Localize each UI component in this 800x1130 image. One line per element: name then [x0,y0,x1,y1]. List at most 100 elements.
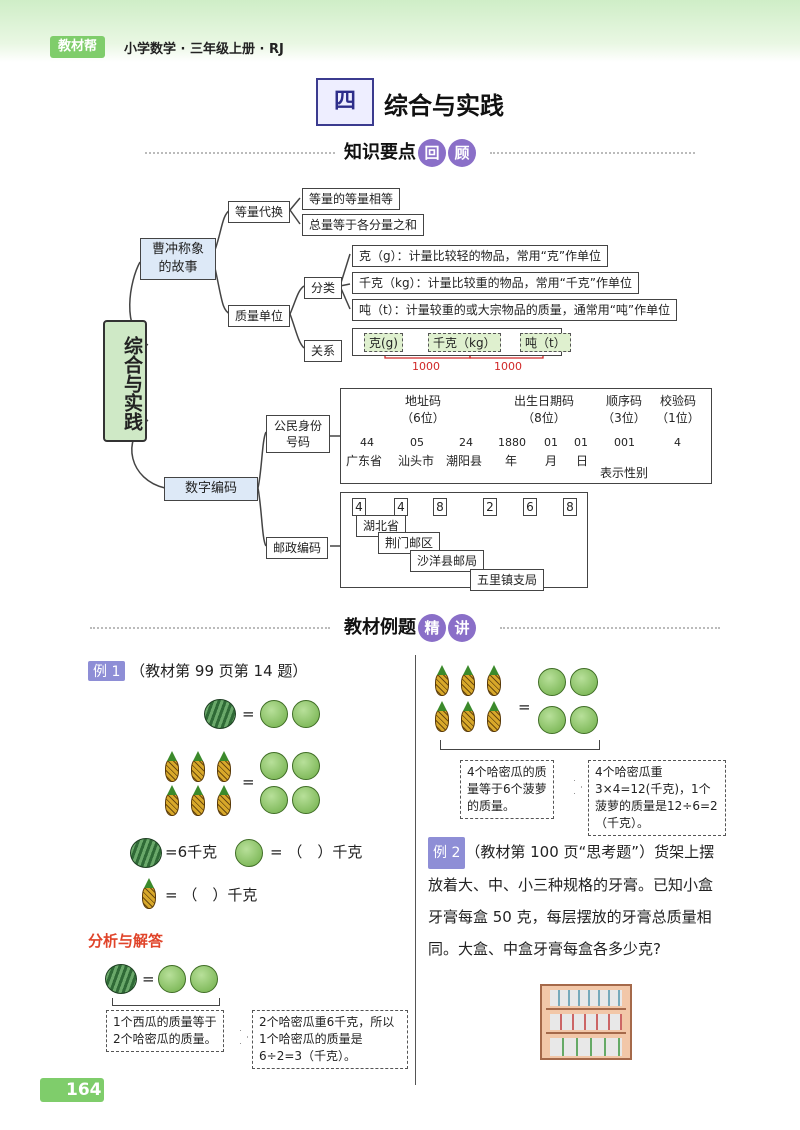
seq-title: 顺序码（3位） [602,394,646,425]
arrow-right-icon [228,1030,248,1044]
pineapple-icon [461,708,475,732]
postal-label: 荆门邮区 [378,532,441,554]
cantaloupe-icon [570,668,598,696]
id-card-box [340,388,712,484]
id-name: 广东省 [346,454,383,468]
node-story: 曹冲称象的故事 [140,238,216,280]
id-code: 44 [360,436,374,449]
analysis-box-2: 2个哈密瓜重6千克，所以1个哈密瓜的质量是6÷2=3（千克）。 [252,1010,408,1069]
chapter-number: 四 [316,78,374,126]
question-pineapple: = （ ）千克 [165,886,258,904]
cantaloupe-icon [190,965,218,993]
id-name: 汕头市 [398,454,435,468]
node-ton: 吨（t）：计量较重的或大宗物品的质量，通常用“吨”作单位 [352,299,678,321]
chapter-title: 综合与实践 [384,92,504,120]
brace [440,740,600,750]
cantaloupe-icon [538,668,566,696]
node-equal-item: 等量的等量相等 [302,188,401,210]
id-code: 01 [574,436,588,449]
cantaloupe-icon [260,752,288,780]
divider [500,627,720,629]
column-divider [415,655,416,1085]
toothpaste-shelf-image [540,984,632,1060]
analysis-heading: 分析与解答 [88,932,164,950]
pineapple-icon [217,758,231,782]
example1-ref: （教材第 99 页第 14 题） [130,662,308,680]
postal-digit: 4 [352,498,366,516]
example1-heading: 例 1 （教材第 99 页第 14 题） [88,660,307,681]
rel-number: 1000 [494,360,522,373]
id-code: 4 [674,436,681,449]
postal-digit: 8 [563,498,577,516]
unit-ton: 吨（t） [520,333,571,352]
node-equal-item: 总量等于各分量之和 [302,214,425,236]
pineapple-icon [461,672,475,696]
postal-label: 五里镇支局 [470,569,545,591]
analysis-box-3: 4个哈密瓜的质量等于6个菠萝的质量。 [460,760,554,819]
example1-label: 例 1 [88,661,126,681]
addr-title: 地址码（6位） [401,394,445,425]
gender-note: 表示性别 [600,466,649,480]
cantaloupe-icon [235,839,263,867]
postal-digit: 2 [483,498,497,516]
postal-digit: 8 [433,498,447,516]
book-title: 小学数学 · 三年级上册 · RJ [124,42,284,57]
node-id-card: 公民身份号码 [266,415,330,453]
birth-title: 出生日期码（8位） [513,394,574,425]
pineapple-icon [487,672,501,696]
divider [90,627,330,629]
postal-digit: 6 [523,498,537,516]
pineapple-icon [217,792,231,816]
brand-logo: 教材帮 [50,36,106,58]
question-cantaloupe: = （ ）千克 [270,843,363,861]
mindmap-root: 综合与实践 [103,320,147,442]
cantaloupe-icon [292,700,320,728]
example2-text: 例 2（教材第 100 页“思考题”）货架上摆 放着大、中、小三种规格的牙膏。已… [428,836,788,965]
analysis-box-1: 1个西瓜的质量等于2个哈密瓜的质量。 [106,1010,224,1052]
check-title: 校验码（1位） [656,394,700,425]
pineapple-icon [435,672,449,696]
brace [112,998,220,1006]
page-number: 164 [66,1080,102,1100]
pineapple-icon [435,708,449,732]
watermelon-icon [105,964,137,994]
pineapple-icon [487,708,501,732]
header-band [0,0,800,62]
cantaloupe-icon [570,706,598,734]
id-code: 05 [410,436,424,449]
section-title-knowledge: 知识要点回顾 [344,138,476,168]
unit-kilogram: 千克（kg） [428,333,501,352]
node-gram: 克（g）：计量比较轻的物品，常用“克”作单位 [352,245,609,267]
pineapple-icon [165,758,179,782]
footer-badge [40,1078,104,1102]
node-equal-substitution: 等量代换 [228,201,291,223]
pineapple-icon [165,792,179,816]
pineapple-icon [191,792,205,816]
cantaloupe-icon [538,706,566,734]
watermelon-icon [130,838,162,868]
section-title-examples: 教材例题精讲 [344,613,476,643]
cantaloupe-icon [292,786,320,814]
analysis-box-4: 4个哈密瓜重3×4=12(千克)，1个菠萝的质量是12÷6=2（千克）。 [588,760,726,836]
postal-label: 沙洋县邮局 [410,550,485,572]
node-relation: 关系 [304,340,343,362]
unit-gram: 克(g) [364,333,403,352]
equals-sign: = [518,698,531,716]
watermelon-icon [204,699,236,729]
pineapple-icon [191,758,205,782]
id-name: 月 [545,454,558,468]
cantaloupe-icon [292,752,320,780]
id-code: 24 [459,436,473,449]
equals-sign: = [242,705,255,723]
id-code: 001 [614,436,635,449]
pineapple-icon [142,885,156,909]
id-name: 潮阳县 [446,454,483,468]
cantaloupe-icon [260,700,288,728]
postal-digit: 4 [394,498,408,516]
equals-sign: = [142,970,155,988]
id-code: 1880 [498,436,526,449]
divider [490,152,695,154]
node-postal-code: 邮政编码 [266,537,329,559]
node-kilogram: 千克（kg）：计量比较重的物品，常用“千克”作单位 [352,272,640,294]
node-classify: 分类 [304,277,343,299]
